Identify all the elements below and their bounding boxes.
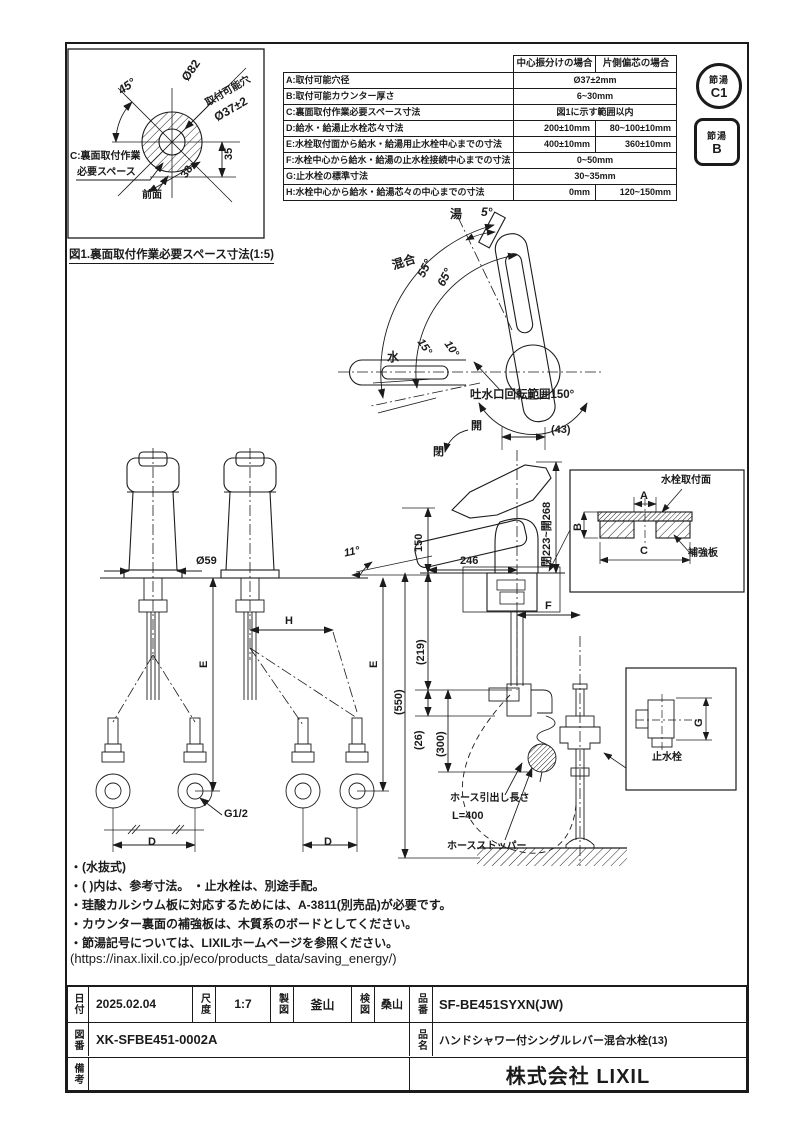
note-line-3: ・珪酸カルシウム板に対応するためには、A-3811(別売品)が必要です。 xyxy=(70,898,452,912)
spec-row-value: Ø37±2mm xyxy=(513,72,677,89)
top-view-5deg: 5° xyxy=(481,205,493,219)
note-line-2: ・( )内は、参考寸法。 ・止水栓は、別途手配。 xyxy=(70,879,325,893)
dim-300: (300) xyxy=(435,731,447,757)
spec-row-label: H:水栓中心から給水・給湯芯々の中心までの寸法 xyxy=(283,184,514,201)
dim-stroke-223-268: 閉223~開268 xyxy=(541,501,553,567)
dim-d-left: D xyxy=(148,836,156,848)
inset-board-label: 補強板 xyxy=(688,548,718,559)
title-scale-value: 1:7 xyxy=(216,986,271,1022)
spec-row-value: 30~35mm xyxy=(513,168,677,185)
title-remarks-label: 備考 xyxy=(67,1058,89,1090)
fig1-dim-35: 35 xyxy=(223,147,235,160)
title-checker-label: 検図 xyxy=(352,986,375,1022)
fig1-space-label-2: 必要スペース xyxy=(77,167,136,178)
dim-open: 開 xyxy=(471,420,482,432)
title-remarks-value xyxy=(90,1058,410,1090)
title-block-divider xyxy=(66,1057,748,1058)
hose-length-value: L=400 xyxy=(452,810,484,822)
note-line-5: ・節湯記号については、LIXILホームページを参照ください。 xyxy=(70,936,399,950)
eco-badge-b-code: B xyxy=(712,141,722,156)
spec-row-label: G:止水栓の標準寸法 xyxy=(283,168,514,185)
company-name: 株式会社 LIXIL xyxy=(505,1065,651,1088)
inset-mount-surface-label: 水栓取付面 xyxy=(661,475,711,486)
title-date-value: 2025.02.04 xyxy=(90,986,193,1022)
top-view-rotation-range: 吐水口回転範囲150° xyxy=(470,389,575,401)
spec-row-value: 0~50mm xyxy=(513,152,677,169)
hose-length-label: ホース引出し長さ xyxy=(450,793,530,804)
dim-d-right: D xyxy=(324,836,332,848)
eco-badge-c1: 節湯 C1 xyxy=(696,63,742,109)
spec-row-value: 400±10mm xyxy=(513,136,596,153)
eco-badge-c1-code: C1 xyxy=(710,85,728,100)
spec-row-value2: 120~150mm xyxy=(595,184,677,201)
spec-row-label: F:水栓中心から給水・給湯の止水栓接続中心までの寸法 xyxy=(283,152,514,169)
spec-row-value: 図1に示す範囲以内 xyxy=(513,104,677,121)
title-drafter-value: 釜山 xyxy=(294,986,352,1022)
spec-row-label: A:取付可能穴径 xyxy=(283,72,514,89)
title-dwg-no-label: 図番 xyxy=(67,1023,89,1056)
spec-col-center: 中心振分けの場合 xyxy=(513,55,596,73)
title-dwg-no-value: XK-SFBE451-0002A xyxy=(90,1023,410,1056)
eco-badge-b-label: 節湯 xyxy=(706,131,727,141)
title-checker-value: 桑山 xyxy=(375,986,410,1022)
dim-26: (26) xyxy=(413,730,425,750)
thread-g12: G1/2 xyxy=(224,808,248,820)
dim-f: F xyxy=(545,600,552,612)
note-line-1: ・(水抜式) xyxy=(70,860,126,874)
top-view-hot-label: 湯 xyxy=(450,207,463,221)
spec-row-label: C:裏面取付作業必要スペース寸法 xyxy=(283,104,514,121)
hose-stopper-label: ホースストッパー xyxy=(447,841,527,852)
title-name-value: ハンドシャワー付シングルレバー混合水栓(13) xyxy=(439,1034,668,1047)
dim-e-left: E xyxy=(198,660,210,668)
title-block xyxy=(66,985,748,1092)
inset-dim-b: B xyxy=(572,523,584,531)
title-name-label: 品名 xyxy=(410,1023,433,1056)
spec-row-value: 0mm xyxy=(513,184,596,201)
note-line-4: ・カウンター裏面の補強板は、木質系のボードとしてください。 xyxy=(70,917,418,931)
title-date-label: 日付 xyxy=(67,986,89,1022)
title-scale-label: 尺度 xyxy=(193,986,216,1022)
title-drafter-label: 製図 xyxy=(271,986,294,1022)
title-part-no-label: 品番 xyxy=(410,986,433,1022)
dim-e-right: E xyxy=(368,660,380,668)
inset-dim-c: C xyxy=(640,545,648,557)
dim-dia59: Ø59 xyxy=(196,555,217,567)
title-block-divider xyxy=(66,1022,748,1023)
note-line-url: (https://inax.lixil.co.jp/eco/products_d… xyxy=(70,951,397,966)
dim-150: 150 xyxy=(413,533,425,552)
spec-col-offset: 片側偏芯の場合 xyxy=(595,55,677,73)
dim-550: (550) xyxy=(393,689,405,715)
eco-badge-c1-label: 節湯 xyxy=(708,75,729,85)
spec-row-value2: 80~100±10mm xyxy=(595,120,677,137)
spec-row-value2: 360±10mm xyxy=(595,136,677,153)
eco-badge-b: 節湯 B xyxy=(694,118,740,166)
title-part-no-value: SF-BE451SYXN(JW) xyxy=(439,996,564,1012)
fig1-caption: 図1.裏面取付作業必要スペース寸法(1:5) xyxy=(69,246,274,264)
fig1-front-label: 前面 xyxy=(142,190,162,201)
inset-dim-g: G xyxy=(693,718,705,727)
top-view-cold-label: 水 xyxy=(387,350,400,364)
dim-43: (43) xyxy=(551,424,571,436)
inset-dim-a: A xyxy=(640,490,648,502)
spec-row-value: 6~30mm xyxy=(513,88,677,105)
inset-stop-valve-label: 止水栓 xyxy=(652,752,682,763)
dim-close: 閉 xyxy=(433,446,444,458)
fig1-space-label-1: C:裏面取付作業 xyxy=(70,151,141,162)
dim-246: 246 xyxy=(460,555,479,567)
dim-h: H xyxy=(285,615,293,627)
spec-row-label: D:給水・給湯止水栓芯々寸法 xyxy=(283,120,514,137)
spec-row-value: 200±10mm xyxy=(513,120,596,137)
spec-row-label: B:取付可能カウンター厚さ xyxy=(283,88,514,105)
spec-row-label: E:水栓取付面から給水・給湯用止水栓中心までの寸法 xyxy=(283,136,514,153)
dim-219: (219) xyxy=(415,639,427,665)
